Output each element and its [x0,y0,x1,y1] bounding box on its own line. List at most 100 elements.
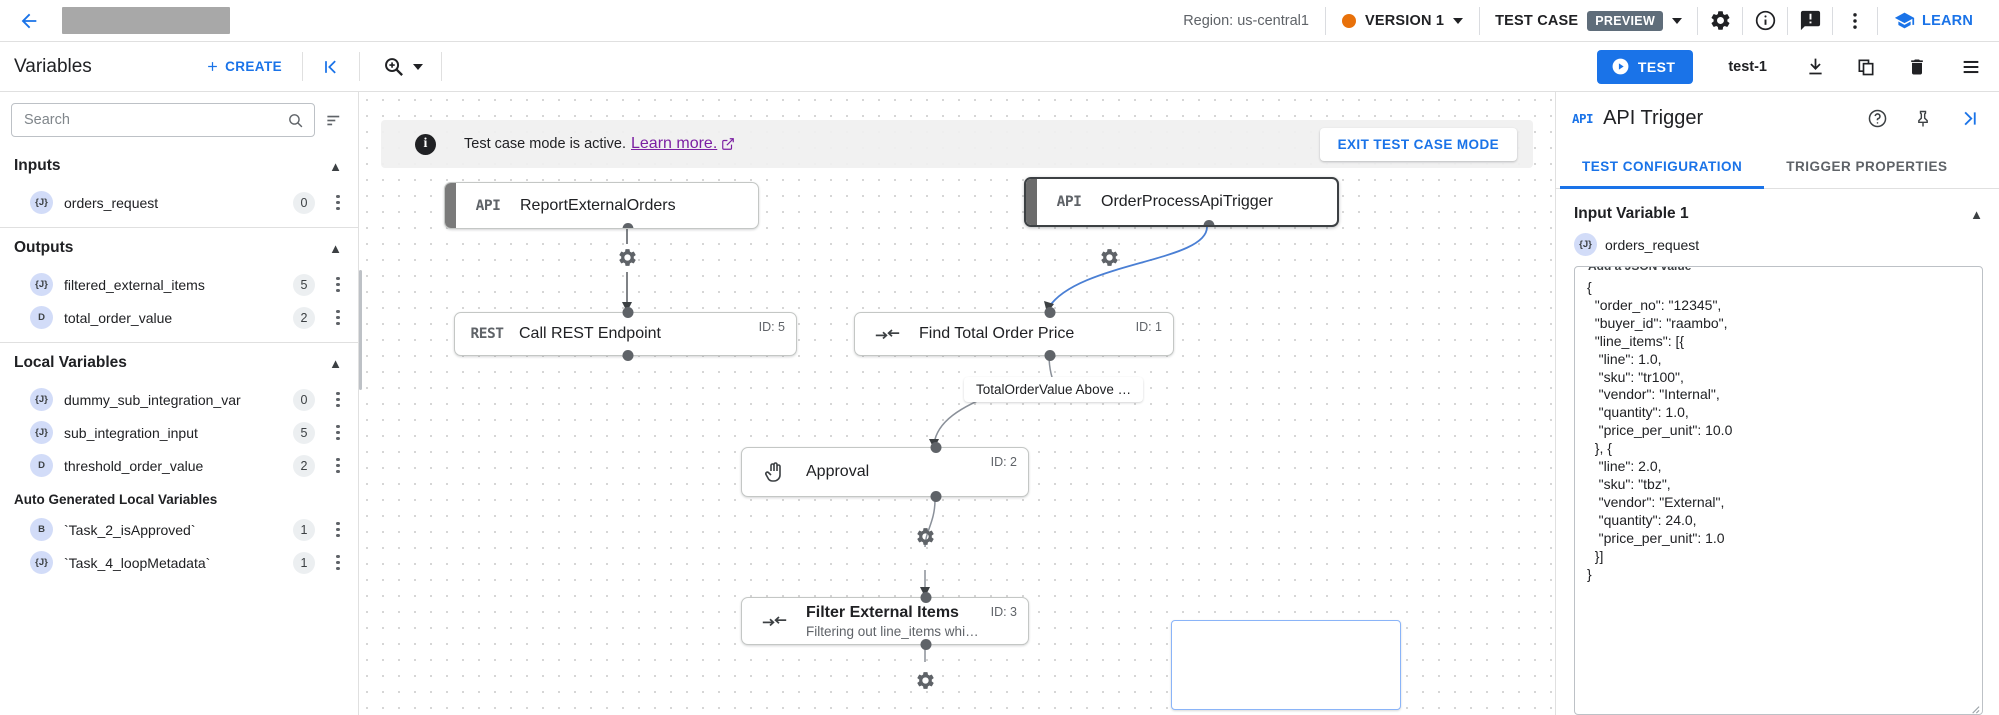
divider [0,342,358,343]
more-vert-icon[interactable] [326,522,346,537]
node-order-process-api-trigger[interactable]: API OrderProcessApiTrigger [1024,177,1339,227]
top-app-bar: Region: us-central1 VERSION 1 TEST CASE … [0,0,1999,42]
canvas-scrollbar[interactable] [359,270,362,390]
tab-trigger-properties[interactable]: TRIGGER PROPERTIES [1786,159,1948,174]
node-port-bottom[interactable] [920,639,932,650]
list-icon[interactable] [1943,56,1999,78]
resize-handle[interactable] [1969,701,1980,714]
test-case-name[interactable]: test-1 [1728,58,1767,75]
redacted-title [62,7,230,34]
node-port-bottom[interactable] [622,350,634,361]
edge-gear-icon[interactable] [617,247,639,269]
list-item[interactable]: D threshold_order_value 2 [0,449,358,482]
zoom-icon [385,58,403,76]
edge-gear-icon[interactable] [915,526,937,548]
node-find-total-order-price[interactable]: Find Total Order Price ID: 1 [854,307,1174,361]
node-port-bottom[interactable] [622,223,634,228]
node-filter-external-items[interactable]: Filter External Items Filtering out line… [741,592,1029,650]
section-header-outputs[interactable]: Outputs ▲ [0,228,358,268]
divider [1479,6,1481,35]
more-vert-icon[interactable] [326,277,346,292]
section-header-local-variables[interactable]: Local Variables ▲ [0,343,358,383]
type-badge: {J} [1574,233,1597,256]
panel-header: API API Trigger [1556,92,1999,145]
edge-gear-icon[interactable] [1099,247,1121,269]
list-item[interactable]: D total_order_value 2 [0,301,358,334]
node-port-bottom[interactable] [1203,220,1215,225]
edge-gear-icon[interactable] [915,670,937,692]
node-approval[interactable]: Approval ID: 2 [741,442,1029,502]
panel-title: API Trigger [1603,107,1704,129]
more-vert-icon[interactable] [326,195,346,210]
more-vert-icon[interactable] [326,310,346,325]
list-item[interactable]: {J} filtered_external_items 5 [0,268,358,301]
section-header-inputs[interactable]: Inputs ▲ [0,146,358,186]
create-variable-button[interactable]: CREATE [197,59,290,74]
node-title: Find Total Order Price [919,325,1075,342]
collapse-sidebar-button[interactable] [303,42,359,91]
version-selector[interactable]: VERSION 1 [1326,13,1479,29]
node-port-bottom[interactable] [930,491,942,502]
floating-panel[interactable] [1171,620,1401,710]
copy-icon[interactable] [1841,57,1891,77]
more-vert-icon[interactable] [326,392,346,407]
more-vert-icon[interactable] [326,425,346,440]
node-port-top[interactable] [920,592,932,603]
pin-icon[interactable] [1905,101,1941,137]
download-icon[interactable] [1790,56,1840,77]
node-port-top[interactable] [930,442,942,453]
json-value-text[interactable]: { "order_no": "12345", "buyer_id": "raam… [1587,279,1733,582]
section-title: Outputs [14,239,74,256]
test-button[interactable]: TEST [1596,49,1694,84]
json-value-field[interactable]: Add a JSON value * { "order_no": "12345"… [1574,266,1983,715]
variable-name: sub_integration_input [64,424,198,441]
workflow-canvas[interactable]: i Test case mode is active. Learn more. … [359,92,1555,715]
list-item[interactable]: {J} `Task_4_loopMetadata` 1 [0,546,358,579]
chevron-up-icon[interactable]: ▲ [1970,206,1983,222]
node-call-rest-endpoint[interactable]: REST Call REST Endpoint ID: 5 [454,307,797,361]
type-badge: {J} [30,191,53,214]
chevron-down-icon [413,63,423,70]
more-vert-icon[interactable] [326,555,346,570]
gear-icon[interactable] [1698,0,1742,42]
list-item[interactable]: B `Task_2_isApproved` 1 [0,513,358,546]
divider [359,52,360,81]
more-vert-icon[interactable] [326,458,346,473]
variable-count: 1 [293,518,315,541]
play-icon [1612,58,1629,75]
back-arrow-icon[interactable] [14,6,44,36]
test-case-selector[interactable]: TEST CASE PREVIEW [1480,10,1697,31]
learn-more-link[interactable]: Learn more. [631,135,718,152]
section-inputs: Inputs ▲ {J} orders_request 0 [0,146,358,228]
delete-icon[interactable] [1892,57,1942,77]
external-link-icon [722,138,735,150]
search-box[interactable] [11,103,315,137]
feedback-icon[interactable] [1788,0,1832,42]
tab-test-configuration[interactable]: TEST CONFIGURATION [1560,145,1765,189]
info-icon: i [415,133,436,155]
exit-test-case-mode-button[interactable]: EXIT TEST CASE MODE [1319,127,1517,161]
learn-button[interactable]: LEARN [1878,10,1987,31]
node-report-external-orders[interactable]: API ReportExternalOrders [444,182,759,229]
variable-count: 0 [293,191,315,214]
list-item[interactable]: {J} orders_request 0 [0,186,358,219]
json-field-label: Add a JSON value * [1584,267,1704,273]
list-item[interactable]: {J} sub_integration_input 5 [0,416,358,449]
list-item[interactable]: {J} dummy_sub_integration_var 0 [0,383,358,416]
node-port-top[interactable] [1044,307,1056,318]
search-input[interactable] [24,112,287,128]
node-port-bottom[interactable] [1044,350,1056,361]
zoom-control[interactable] [360,42,441,91]
node-port-top[interactable] [622,307,634,318]
input-variable-section-header[interactable]: Input Variable 1 ▲ [1556,189,1999,233]
info-icon[interactable] [1743,0,1787,42]
edge-condition-label[interactable]: TotalOrderValue Above … [964,377,1144,402]
approval-hand-icon [742,460,806,484]
test-case-label: TEST CASE [1495,12,1579,29]
variable-name: filtered_external_items [64,276,205,293]
type-badge: {J} [30,421,53,444]
collapse-right-icon[interactable] [1951,101,1987,137]
filter-icon[interactable] [321,111,347,130]
help-icon[interactable] [1859,101,1895,137]
more-vert-icon[interactable] [1833,0,1877,42]
